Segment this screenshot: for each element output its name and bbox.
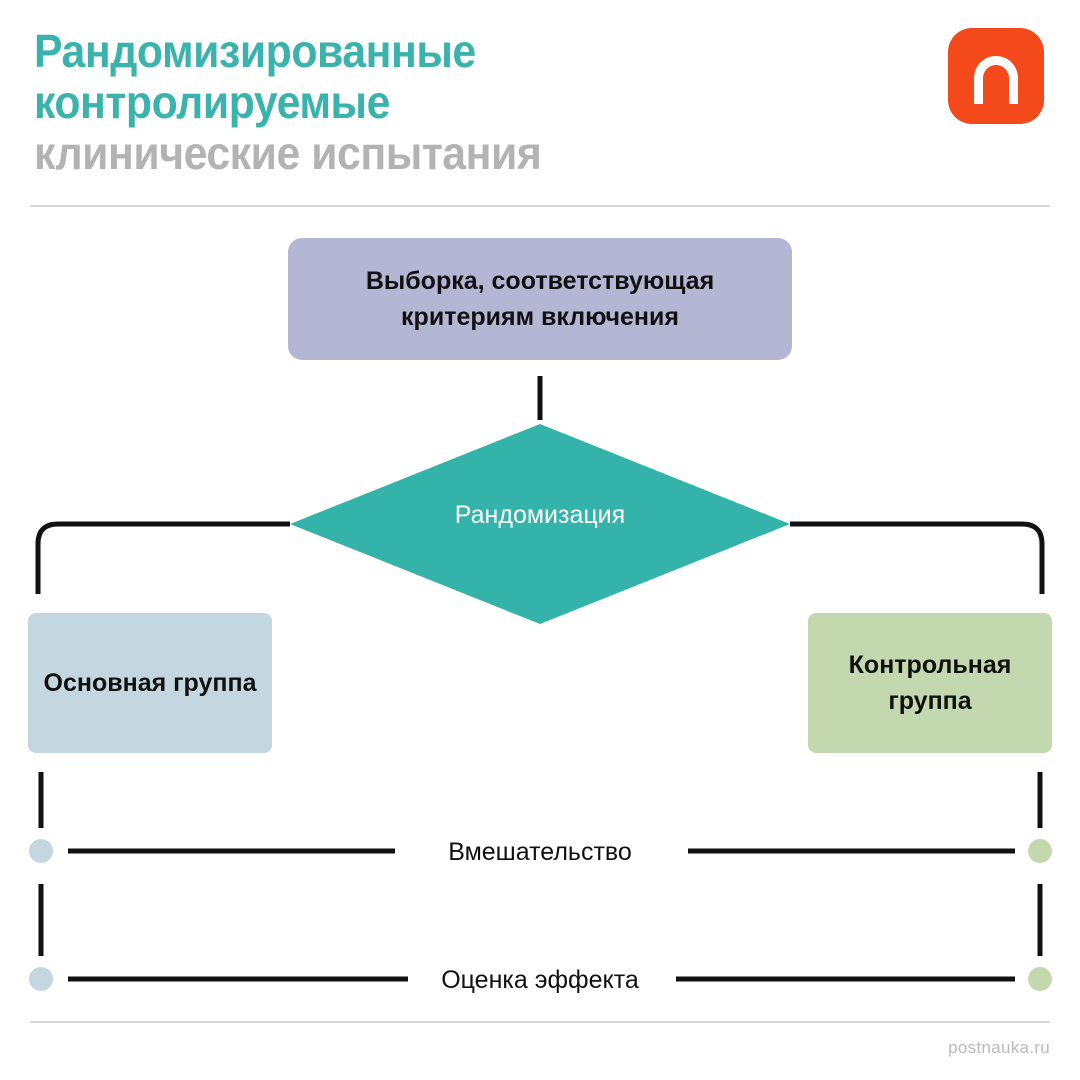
stage-dot-intervention-left [29,839,53,863]
stage-dot-outcome-left [29,967,53,991]
connector-randomization-to-main-group [35,521,290,594]
header-divider [30,205,1050,207]
stage-dot-intervention-right [1028,839,1052,863]
footer-credit: postnauka.ru [948,1038,1050,1057]
node-sample-box: Выборка, соответствующая критериям включ… [288,238,792,360]
postnauka-logo-icon [948,28,1044,124]
node-sample-label: Выборка, соответствующая критериям включ… [365,267,715,331]
node-control-group-box: Контрольная группа [808,613,1052,753]
connector-randomization-to-control-group [790,521,1045,594]
page-title: Рандомизированные контролируемые клиниче… [34,26,854,179]
logo-arch-shape [974,56,1018,104]
node-main-group-label: Основная группа [43,669,257,697]
footer-divider [30,1021,1050,1023]
header: Рандомизированные контролируемые клиниче… [0,0,1080,200]
node-main-group-box: Основная группа [28,613,272,753]
node-control-group-label: Контрольная группа [848,651,1012,715]
title-line-3: клинические испытания [34,127,542,179]
title-line-2: контролируемые [34,76,390,128]
stage-dot-outcome-right [1028,967,1052,991]
stage-label-intervention: Вмешательство [448,838,632,866]
node-randomization-label: Рандомизация [454,501,626,529]
title-line-1: Рандомизированные [34,25,476,77]
stage-label-outcome: Оценка эффекта [441,966,639,994]
